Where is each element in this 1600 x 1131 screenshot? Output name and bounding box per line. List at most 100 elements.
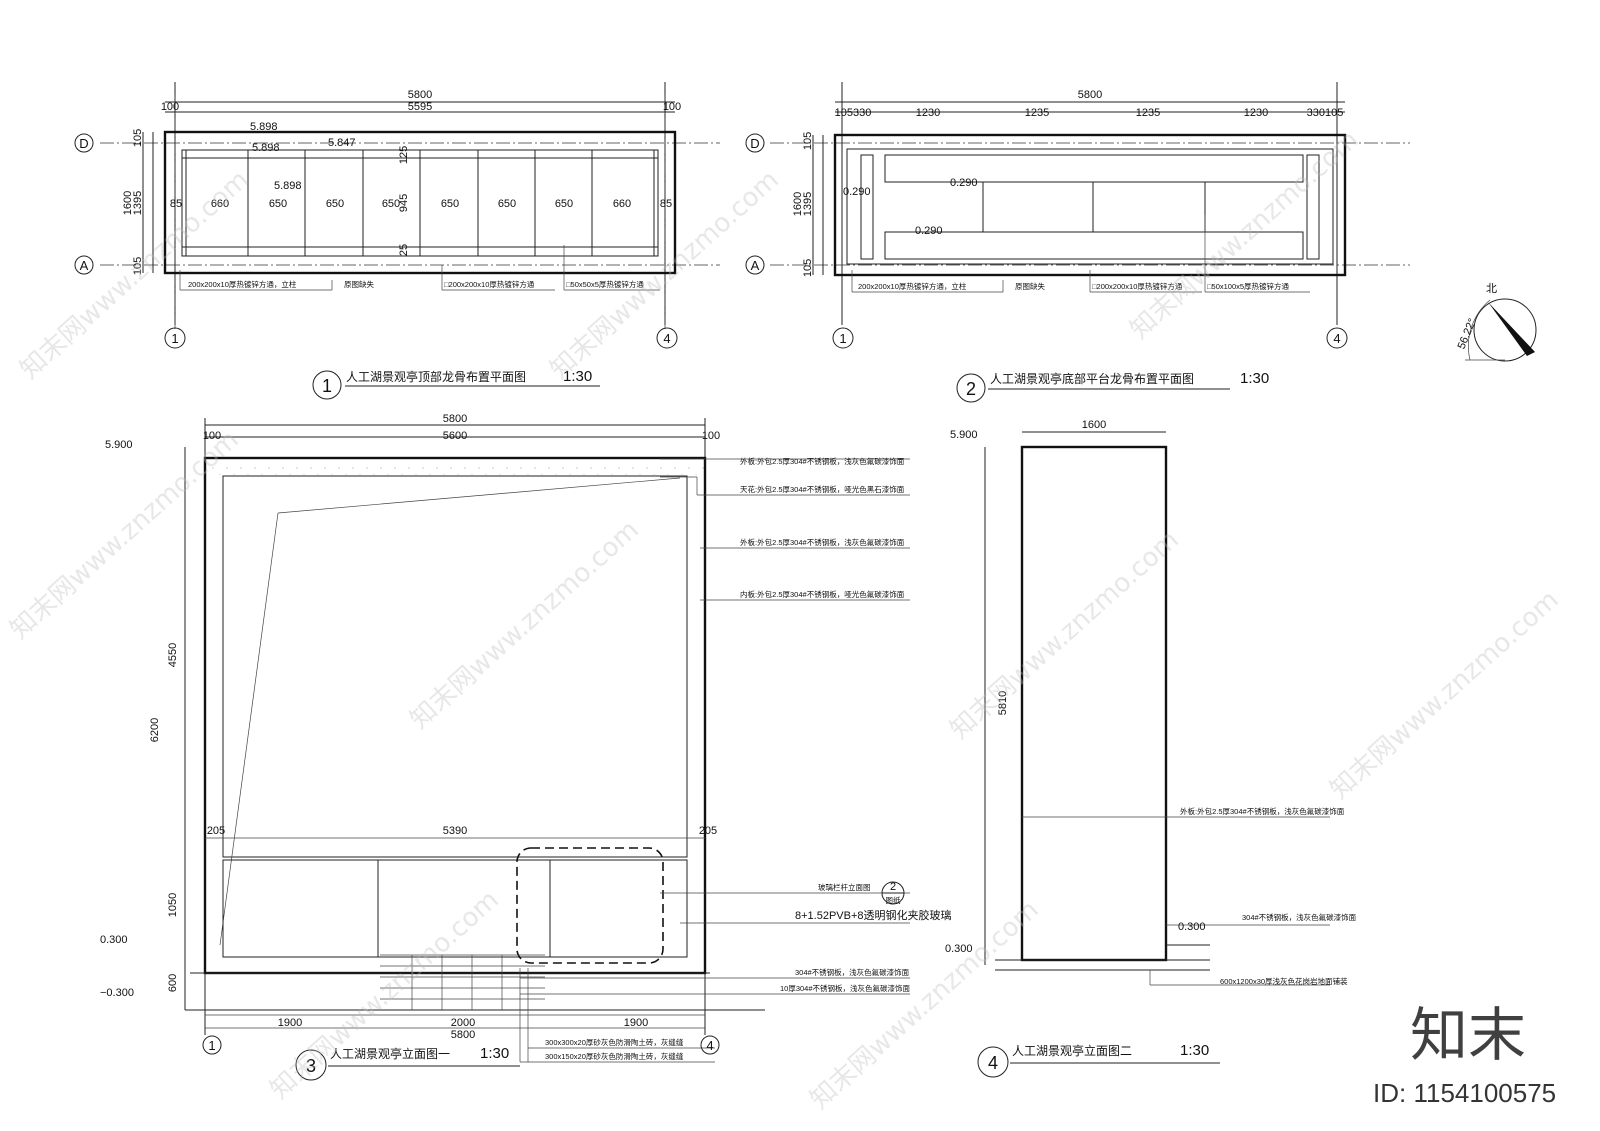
plan2-dim-overall: 5800 — [1078, 89, 1102, 101]
plan1-bay-9: 85 — [660, 198, 672, 210]
plan2-scale: 1:30 — [1240, 370, 1269, 387]
elev1-callout-7: 304#不锈钢板，浅灰色氟碳漆饰面 — [795, 967, 910, 977]
plan1-elev-4: 5.898 — [274, 180, 302, 192]
plan2-dim-3: 1235 — [1025, 107, 1049, 119]
plan1-elev-3: 5.847 — [328, 137, 356, 149]
elev1-bottom-dim-3: 1900 — [624, 1017, 648, 1029]
elev1-callout-6: 8+1.52PVB+8透明钢化夹胶玻璃 — [795, 908, 952, 922]
elevation-1: 5800 100 5600 100 5.900 0.300 −0.300 455… — [100, 413, 952, 1081]
plan1-bay-7: 650 — [555, 198, 573, 210]
plan2-dim-v4: 105 — [802, 259, 814, 277]
plan1-dim-overall: 5800 — [408, 89, 432, 101]
plan1-bay-6: 650 — [498, 198, 516, 210]
plan1-title: 人工湖景观亭顶部龙骨布置平面图 — [346, 369, 526, 384]
plan1-elev-2: 5.898 — [252, 142, 280, 154]
plan2-callout-1: 200x200x10厚热镀锌方通，立柱 — [858, 281, 967, 291]
watermark-6: 知末网www.znzmo.com — [945, 525, 1185, 745]
elev2-callout-2: 304#不锈钢板，浅灰色氟碳漆饰面 — [1242, 912, 1357, 922]
plan1-vdim-3: 25 — [398, 244, 410, 256]
plan1-dim-left: 100 — [161, 101, 179, 113]
elev2-level-step: 0.300 — [1178, 921, 1206, 933]
elev1-callout-2: 天花:外包2.5厚304#不锈钢板，哑光色黑石漆饰面 — [740, 484, 905, 494]
elev2-title-number: 4 — [988, 1053, 998, 1073]
elev1-axis-4: 4 — [706, 1038, 713, 1053]
elev1-dim-left: 100 — [203, 430, 221, 442]
north-label: 北 — [1486, 282, 1497, 295]
elev1-bottom-dim-2: 2000 — [451, 1017, 475, 1029]
plan1-vdim-1: 125 — [398, 146, 410, 164]
plan-2: 5800 105330 1230 1235 1235 1230 330105 1… — [745, 82, 1410, 403]
elev1-level-mid: 0.300 — [100, 934, 128, 946]
elev1-mid-dim-2: 5390 — [443, 825, 467, 837]
elev1-scale: 1:30 — [480, 1045, 509, 1062]
elev1-callout-5: 玻璃栏杆立面图 — [818, 882, 871, 892]
north-angle: 56.22° — [1456, 317, 1479, 351]
elev1-title: 人工湖景观亭立面图一 — [330, 1046, 450, 1061]
plan2-dim-v3: 1395 — [802, 192, 814, 216]
plan2-axis-1: 1 — [839, 331, 846, 346]
plan1-dim-v2: 1600 — [122, 191, 134, 215]
watermark-8: 知末网www.znzmo.com — [265, 885, 505, 1105]
elev1-axis-1: 1 — [208, 1038, 215, 1053]
plan1-bay-8: 660 — [613, 198, 631, 210]
plan1-axis-1: 1 — [171, 331, 178, 346]
plan1-bay-1: 660 — [211, 198, 229, 210]
elev1-dim-overall: 5800 — [443, 413, 467, 425]
elev1-bottom-dim-1: 1900 — [278, 1017, 302, 1029]
plan1-callout-3: □200x200x10厚热镀锌方通 — [444, 279, 535, 289]
elev1-dim-right: 100 — [702, 430, 720, 442]
plan1-dim-v4: 105 — [132, 257, 144, 275]
plan2-callout-3: □200x200x10厚热镀锌方通 — [1092, 281, 1183, 291]
elev2-level-top: 5.900 — [950, 429, 978, 441]
elev1-callout-10: 300x150x20厚砂灰色防滑陶土砖，灰缝缝 — [545, 1051, 684, 1061]
plan2-callout-4: □50x100x5厚热镀锌方通 — [1207, 281, 1290, 291]
elev2-callout-3: 600x1200x30厚浅灰色花岗岩地面铺装 — [1220, 976, 1348, 986]
north-needle-icon — [1488, 302, 1535, 356]
plan1-bay-5: 650 — [441, 198, 459, 210]
elev1-dim-v4: 600 — [167, 974, 179, 992]
plan2-dim-v1: 105 — [802, 132, 814, 150]
compass-circle-icon — [1473, 298, 1537, 362]
plan2-title: 人工湖景观亭底部平台龙骨布置平面图 — [990, 371, 1194, 386]
plan1-axis-4: 4 — [663, 331, 670, 346]
watermark-id: ID: 1154100575 — [1373, 1078, 1556, 1108]
plan1-vdim-2: 945 — [398, 194, 410, 212]
plan1-elev-1: 5.898 — [250, 121, 278, 133]
plan-1: 5800 100 5595 100 105 1600 1395 105 5.89… — [74, 82, 720, 400]
elev1-title-number: 3 — [306, 1056, 316, 1076]
elev2-scale: 1:30 — [1180, 1042, 1209, 1059]
plan1-dim-right: 100 — [663, 101, 681, 113]
watermark-7: 知末网www.znzmo.com — [1325, 585, 1565, 805]
plan2-dim-5: 1230 — [1244, 107, 1268, 119]
plan1-bay-0: 85 — [170, 198, 182, 210]
elev1-callout-8: 10厚304#不锈钢板，浅灰色氟碳漆饰面 — [780, 983, 911, 993]
elev1-dim-v1: 4550 — [167, 643, 179, 667]
plan1-dim-v3: 1395 — [132, 191, 144, 215]
elev1-dim-inner: 5600 — [443, 430, 467, 442]
plan1-bay-2: 650 — [269, 198, 287, 210]
watermark-9: 知末网www.znzmo.com — [805, 895, 1045, 1115]
plan1-dim-v1: 105 — [132, 129, 144, 147]
plan2-elev-1: 0.290 — [843, 186, 871, 198]
elev2-dim-width: 1600 — [1082, 419, 1106, 431]
watermark-5: 知末网www.znzmo.com — [405, 515, 645, 735]
elev1-bottom-dim-4: 5800 — [451, 1029, 475, 1041]
plan1-dim-inner: 5595 — [408, 101, 432, 113]
elev1-callout-9: 300x300x20厚砂灰色防滑陶土砖，灰缝缝 — [545, 1037, 684, 1047]
plan1-title-number: 1 — [322, 376, 332, 396]
plan2-dim-4: 1235 — [1136, 107, 1160, 119]
elev1-level-bottom: −0.300 — [100, 987, 134, 999]
plan1-bay-4: 650 — [382, 198, 400, 210]
watermark-3: 知末网www.znzmo.com — [1125, 125, 1365, 345]
elev1-callout-1: 外板:外包2.5厚304#不锈钢板，浅灰色氟碳漆饰面 — [740, 456, 905, 466]
watermark-4: 知末网www.znzmo.com — [5, 425, 245, 645]
elev2-callout-1: 外板:外包2.5厚304#不锈钢板，浅灰色氟碳漆饰面 — [1180, 806, 1345, 816]
elev1-dim-v2: 6200 — [149, 718, 161, 742]
plan2-dim-1: 105330 — [835, 107, 872, 119]
watermark-logo: 知末 — [1410, 1003, 1526, 1068]
elev1-dim-v3: 1050 — [167, 893, 179, 917]
elev1-callout-3: 外板:外包2.5厚304#不锈钢板，浅灰色氟碳漆饰面 — [740, 537, 905, 547]
elev2-title: 人工湖景观亭立面图二 — [1012, 1043, 1132, 1058]
plan1-callout-4: □50x50x5厚热镀锌方通 — [566, 279, 644, 289]
